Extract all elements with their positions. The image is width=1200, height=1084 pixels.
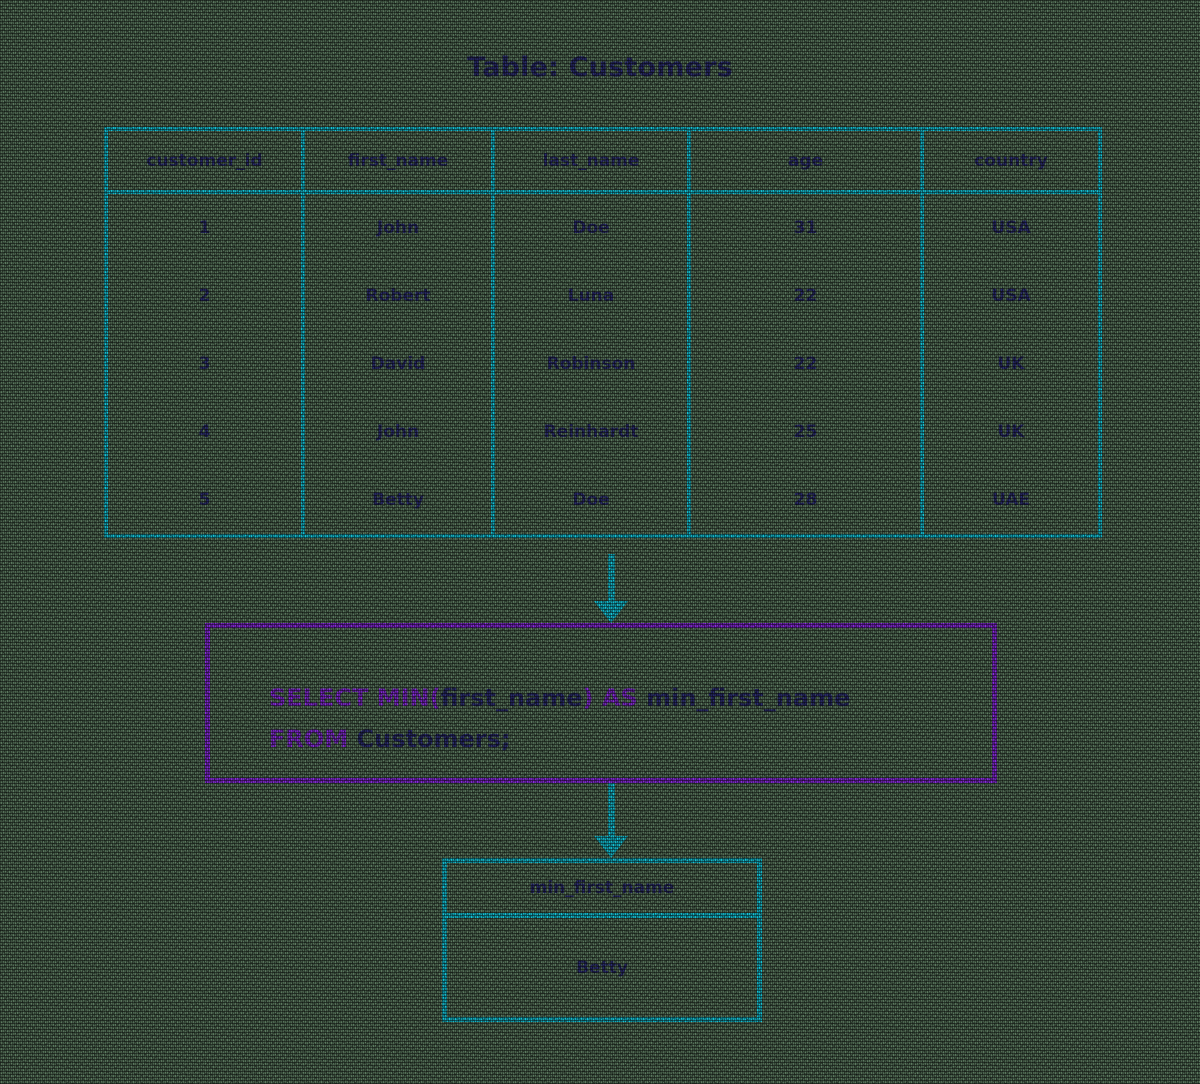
column-header-customer-id: customer_id [108,131,305,190]
cell-customer-id: 3 [108,330,305,398]
cell-customer-id: 4 [108,398,305,466]
column-header-country: country [974,150,1048,171]
customers-table: customer_id first_name last_name age cou… [104,127,1102,538]
cell-first-name: Betty [305,466,495,534]
table-row: 3 David Robinson 22 UK [108,330,1098,398]
cell-first-name: Robert [305,262,495,330]
column-header-age: age [691,131,924,190]
page-title: Table: Customers [467,52,733,83]
cell-country: USA [991,218,1031,238]
cell-customer-id: 5 [108,466,305,534]
cell-first-name: John [305,194,495,262]
table-row: 5 Betty Doe 28 UAE [108,466,1098,534]
cell-age: 22 [691,262,924,330]
arrow-head [594,601,628,623]
sql-keyword: SELECT MIN( [269,684,441,712]
cell-customer-id: 1 [108,194,305,262]
table-row: 1 John Doe 31 USA [108,194,1098,262]
cell-age: 31 [691,194,924,262]
sql-identifier: min_first_name [646,684,851,712]
table-row: 2 Robert Luna 22 USA [108,262,1098,330]
cell-country: UK [997,354,1025,374]
cell-country: UK [997,422,1025,442]
arrow-shaft [607,783,615,836]
sql-keyword: ) AS [582,684,647,712]
sql-keyword: FROM [269,725,357,753]
cell-last-name: Doe [495,466,691,534]
result-table: min_first_name Betty [442,858,762,1022]
sql-line-2: FROM Customers; [269,719,992,760]
sql-identifier: first_name [440,684,583,712]
cell-age: 22 [691,330,924,398]
table-row: 4 John Reinhardt 25 UK [108,398,1098,466]
cell-first-name: John [305,398,495,466]
cell-last-name: Doe [495,194,691,262]
cell-last-name: Luna [495,262,691,330]
down-arrow-icon [594,783,628,858]
result-value-cell: Betty [576,957,628,978]
cell-country: USA [991,286,1031,306]
sql-query-box: SELECT MIN(first_name) AS min_first_name… [205,623,997,783]
cell-country: UAE [991,490,1031,510]
sql-line-1: SELECT MIN(first_name) AS min_first_name [269,678,992,719]
arrow-shaft [607,554,615,601]
down-arrow-icon [594,554,628,623]
cell-age: 28 [691,466,924,534]
cell-last-name: Reinhardt [495,398,691,466]
table-header-row: customer_id first_name last_name age cou… [108,131,1098,194]
column-header-last-name: last_name [495,131,691,190]
cell-last-name: Robinson [495,330,691,398]
cell-first-name: David [305,330,495,398]
result-column-header: min_first_name [447,863,757,918]
arrow-head [594,836,628,858]
cell-customer-id: 2 [108,262,305,330]
sql-identifier: Customers; [356,725,511,753]
cell-age: 25 [691,398,924,466]
column-header-first-name: first_name [305,131,495,190]
